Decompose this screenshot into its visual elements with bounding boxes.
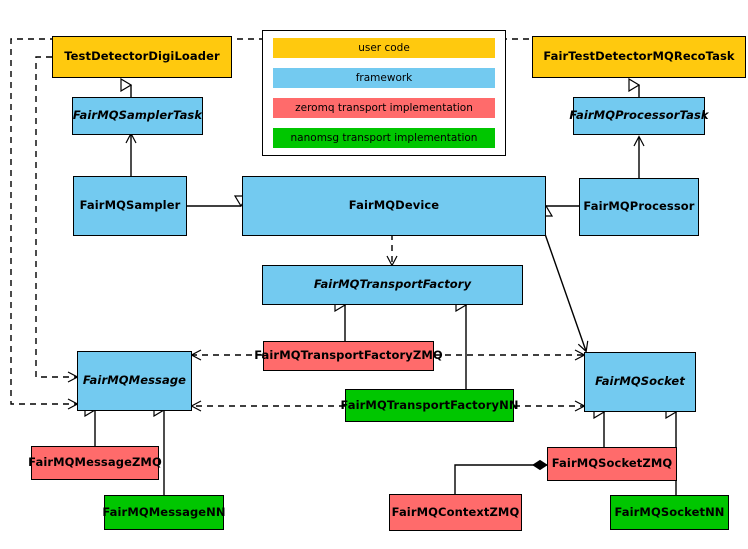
- class-box-fairmqsocketnn[interactable]: FairMQSocketNN: [610, 495, 729, 530]
- class-box-fairmqtransportfactorynn[interactable]: FairMQTransportFactoryNN: [340, 389, 518, 422]
- edge-socketzmq-composition-contextzmq: [454, 459, 548, 494]
- legend-item-user-code: user code: [273, 38, 495, 58]
- legend-item-nanomsg: nanomsg transport implementation: [273, 128, 495, 148]
- legend: user code framework zeromq transport imp…: [262, 30, 506, 156]
- class-box-fairmqsampler[interactable]: FairMQSampler: [73, 176, 187, 236]
- class-box-fairmqmessage[interactable]: FairMQMessage: [77, 351, 192, 411]
- class-box-fairmqdevice[interactable]: FairMQDevice: [242, 176, 546, 236]
- class-box-fairmqtransportfactoryzmq[interactable]: FairMQTransportFactoryZMQ: [254, 341, 443, 371]
- class-box-fairmqmessagezmq[interactable]: FairMQMessageZMQ: [28, 446, 162, 480]
- legend-item-framework: framework: [273, 68, 495, 88]
- class-box-fairmqcontextzmq[interactable]: FairMQContextZMQ: [389, 494, 522, 531]
- edge-device-to-socket: [544, 233, 589, 353]
- class-box-fairmqprocessor[interactable]: FairMQProcessor: [579, 178, 699, 236]
- class-box-fairmqsocketzmq[interactable]: FairMQSocketZMQ: [547, 447, 677, 481]
- class-box-fairmqsamplertask[interactable]: FairMQSamplerTask: [72, 97, 203, 135]
- class-box-fairmqtransportfactory[interactable]: FairMQTransportFactory: [262, 265, 523, 305]
- edge-digiloader-to-message: [35, 56, 79, 383]
- class-box-fairmqmessagenn[interactable]: FairMQMessageNN: [102, 495, 226, 530]
- class-box-fairmqprocessortask[interactable]: FairMQProcessorTask: [569, 97, 709, 135]
- class-box-testdetectordigiloader[interactable]: TestDetectorDigiLoader: [52, 36, 232, 78]
- class-box-fairtestdetectormqrecotask[interactable]: FairTestDetectorMQRecoTask: [532, 36, 746, 78]
- legend-item-zeromq: zeromq transport implementation: [273, 98, 495, 118]
- class-box-fairmqsocket[interactable]: FairMQSocket: [584, 352, 696, 412]
